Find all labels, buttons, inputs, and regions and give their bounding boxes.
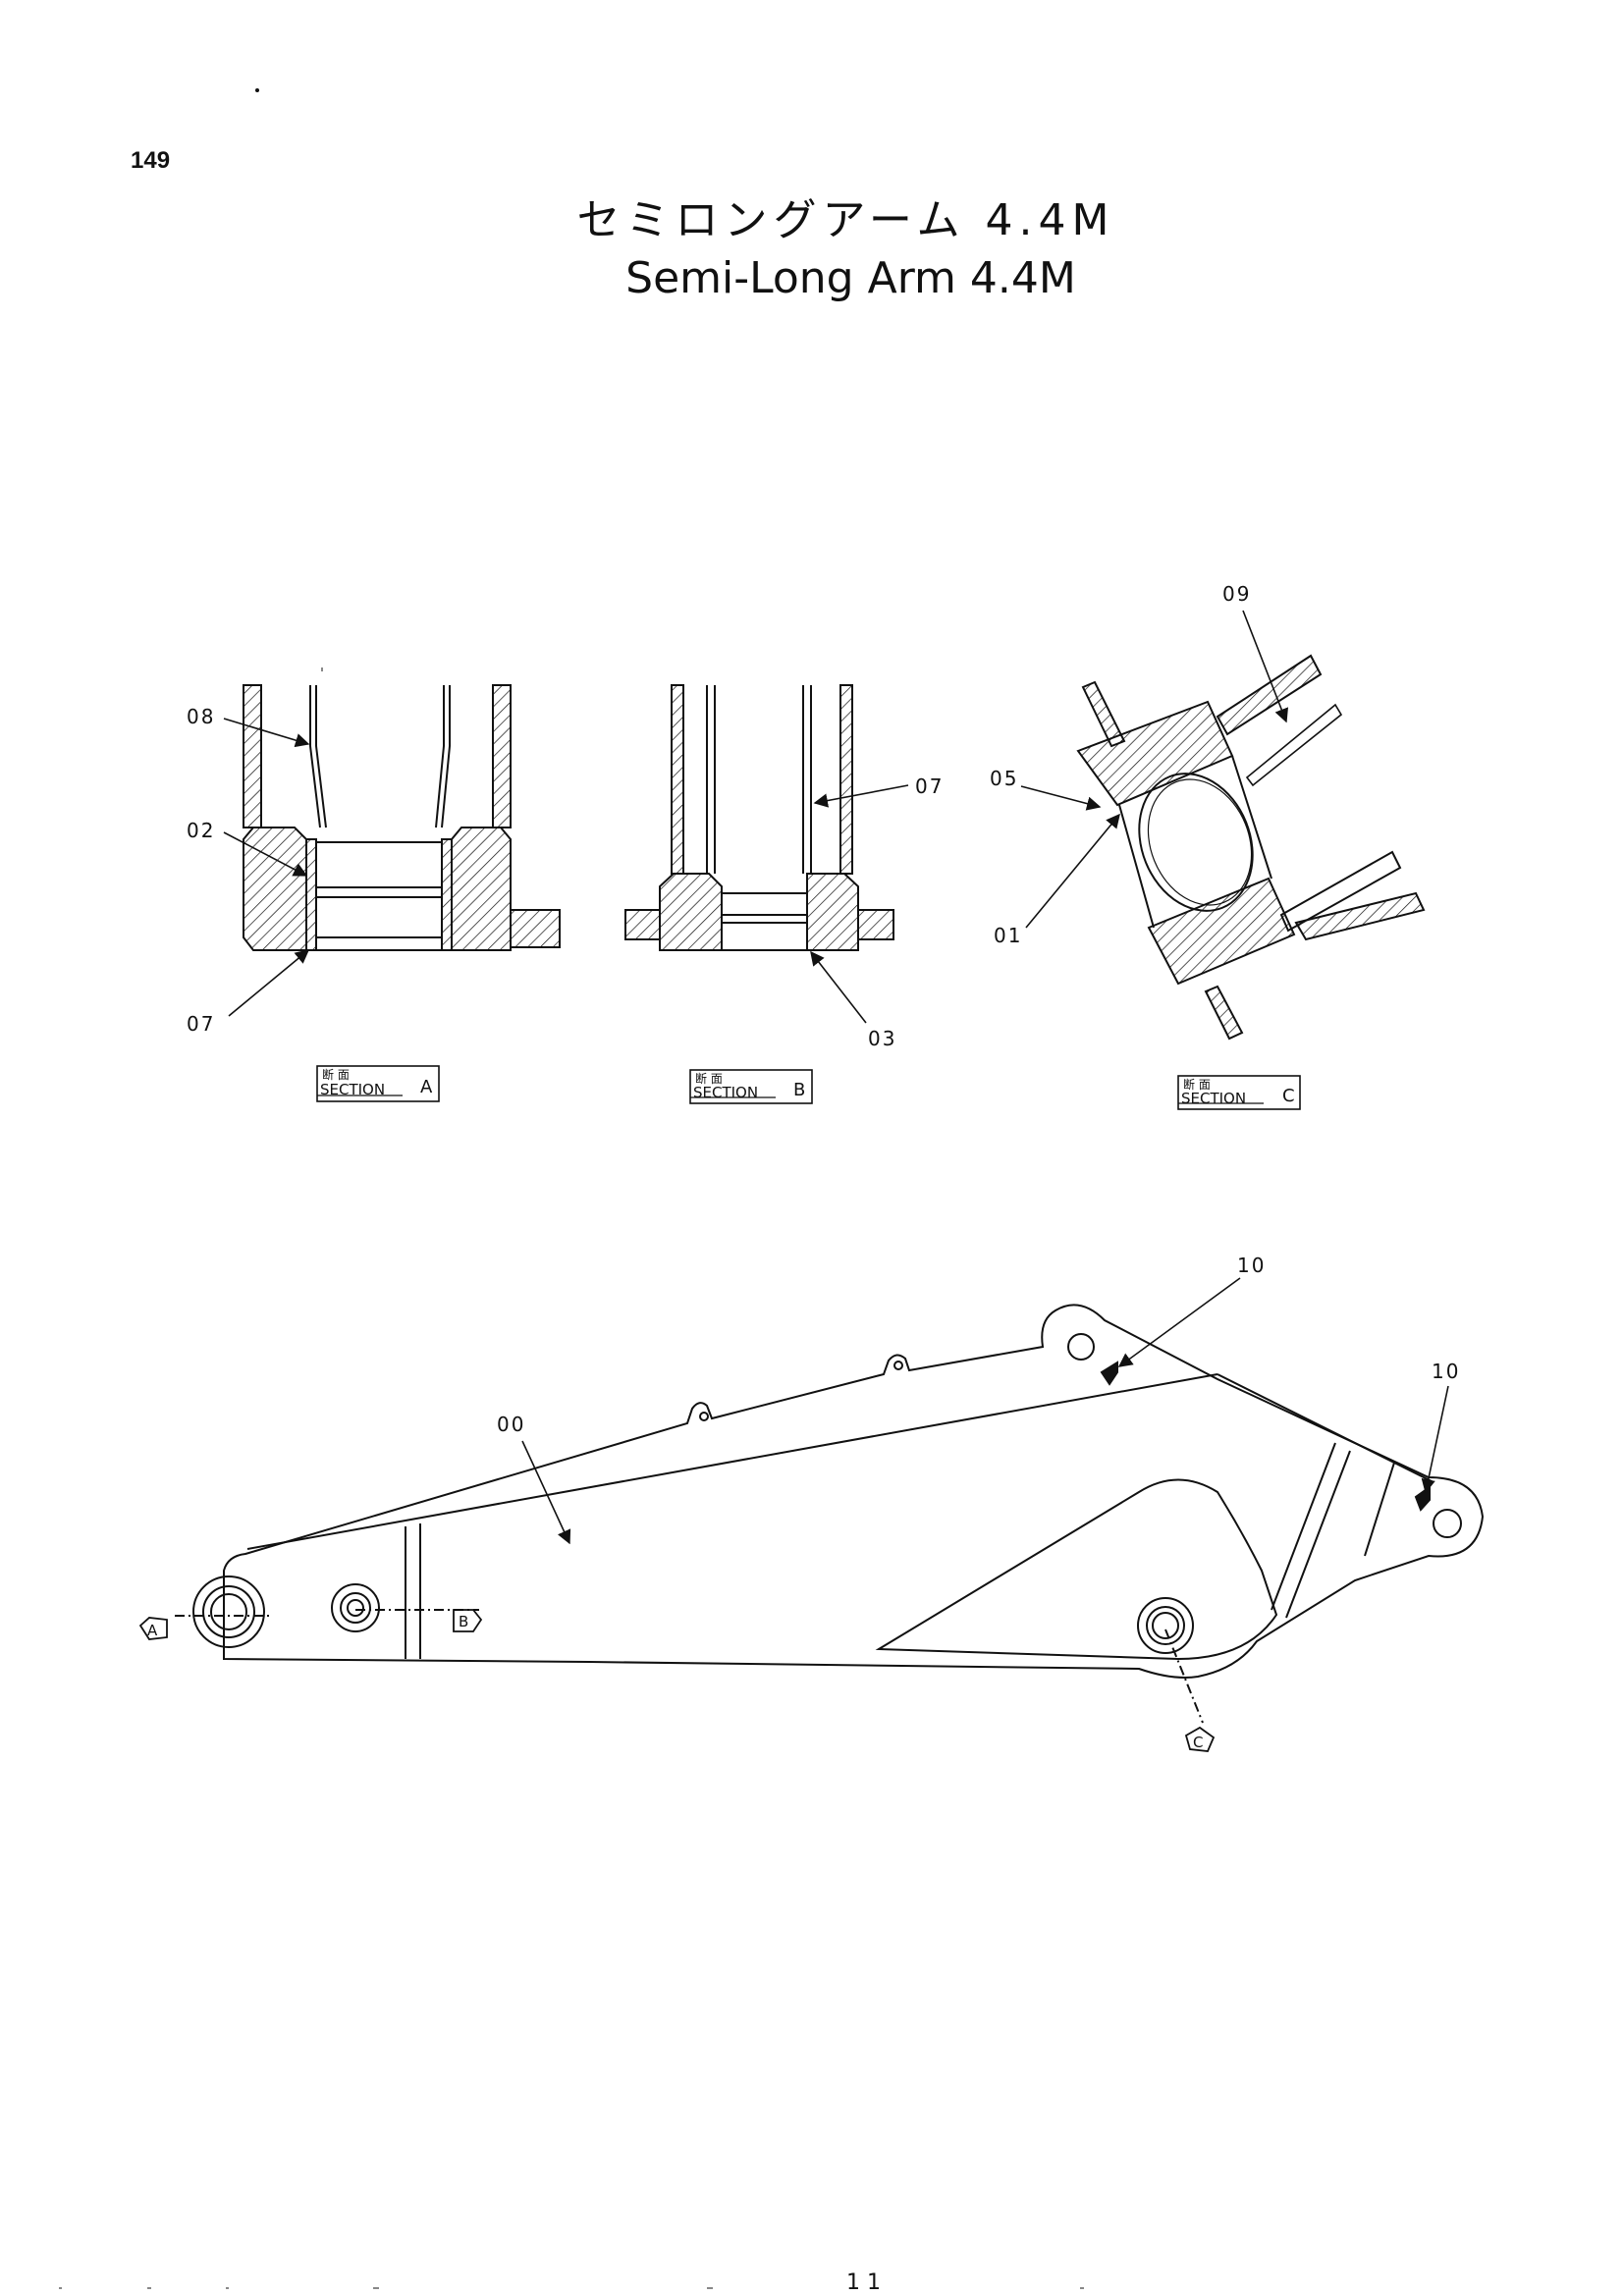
marker-a-letter: A [147,1622,158,1639]
section-b-leaders [810,784,909,1024]
marker-a: A [138,1617,168,1640]
callout-06: 07 [187,1012,215,1036]
callout-07-label: 07 [915,774,944,798]
marker-c: C [1184,1726,1216,1752]
section-b-letter: B [793,1080,805,1100]
section-c-en: SECTION [1181,1090,1246,1107]
section-a-view [243,667,561,951]
title-block: セミロングアーム 4.4M Semi-Long Arm 4.4M [0,185,1623,303]
section-b-en: SECTION [693,1084,758,1101]
callout-00: 00 [497,1413,525,1436]
marker-b-letter: B [459,1613,468,1630]
footer-mark: 1 1 [846,2270,881,2295]
section-a-letter: A [420,1077,433,1097]
title-japanese: セミロングアーム 4.4M [576,195,1115,245]
title-english: Semi-Long Arm 4.4M [625,253,1076,303]
arm-assembly [175,1304,1485,1724]
callout-10-a: 10 [1237,1254,1266,1277]
callout-08: 08 [187,705,215,728]
callout-05: 05 [990,767,1018,790]
callout-03: 03 [868,1027,896,1050]
callout-01: 01 [994,924,1022,947]
section-c-leaders [1020,610,1289,929]
section-c-view [1076,654,1426,1041]
section-a-label: 断 面 SECTION A [316,1065,440,1102]
marker-b: B [453,1609,483,1632]
callout-02: 02 [187,819,215,842]
section-c-jp: 断 面 [1183,1077,1211,1092]
section-a-leaders [223,718,310,1017]
section-a-en: SECTION [320,1081,385,1098]
callout-10-b: 10 [1432,1360,1460,1383]
marker-c-letter: C [1193,1734,1203,1751]
section-a-jp: 断 面 [322,1067,350,1082]
page-number: 149 [131,147,171,174]
section-b-jp: 断 面 [695,1071,723,1086]
callout-09: 09 [1222,582,1251,606]
footer-specks [59,2287,1084,2289]
arm-leaders [521,1277,1449,1545]
section-b-view [624,684,894,951]
section-b-label: 断 面 SECTION B [689,1069,813,1104]
section-c-letter: C [1282,1086,1295,1106]
section-c-label: 断 面 SECTION C [1177,1075,1301,1110]
